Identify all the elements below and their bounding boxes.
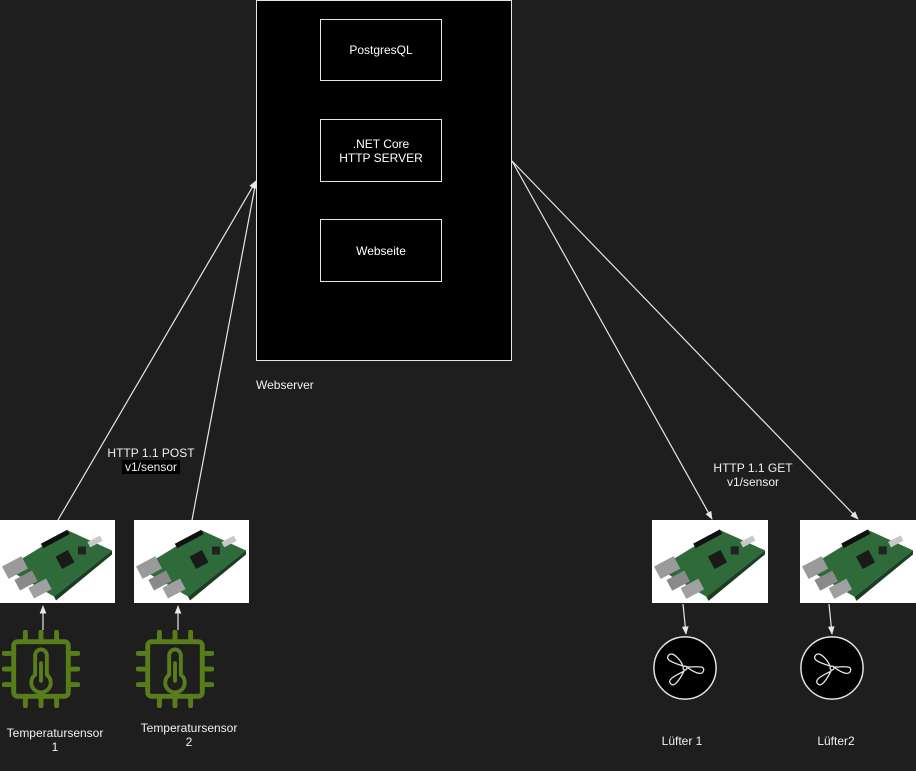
thermometer-chip-icon [4, 632, 78, 706]
sensor-1-label: Temperatursensor 1 [0, 726, 110, 754]
sensor-1-number: 1 [51, 740, 59, 754]
post-endpoint-text: v1/sensor [121, 460, 181, 474]
raspberry-pi-4 [800, 520, 916, 603]
fan-1-label: Lüfter 1 [661, 734, 703, 748]
fan-icon [653, 636, 717, 700]
arrow-pi1-webserver [57, 180, 257, 521]
arrow-pi3-fan1 [681, 603, 689, 635]
post-connection-label: HTTP 1.1 POST v1/sensor [104, 446, 198, 474]
thermometer-chip-icon [138, 632, 212, 706]
raspberry-pi-1 [0, 520, 115, 603]
webseite-box: Webseite [320, 219, 442, 282]
get-connection-label: HTTP 1.1 GET v1/sensor [708, 461, 798, 489]
dotnet-server-box: .NET Core HTTP SERVER [320, 119, 442, 182]
post-method-text: HTTP 1.1 POST [107, 446, 195, 460]
sensor-1-name: Temperatursensor [6, 726, 104, 740]
sensor-2-name: Temperatursensor [140, 721, 238, 735]
get-method-text: HTTP 1.1 GET [713, 461, 793, 475]
arrow-webserver-pi3 [511, 160, 713, 520]
arrow-pi2-webserver [191, 180, 258, 521]
sensor-2-number: 2 [185, 735, 193, 749]
fan-icon [800, 636, 864, 700]
arrow-pi4-fan2 [827, 603, 835, 635]
arrow-webserver-pi4 [511, 160, 859, 520]
get-endpoint-text: v1/sensor [726, 475, 780, 489]
postgresql-box: PostgresQL [320, 19, 442, 81]
raspberry-pi-2 [134, 520, 249, 603]
fan-2-label: Lüfter2 [817, 734, 855, 748]
sensor-2-label: Temperatursensor 2 [134, 721, 244, 749]
webserver-label: Webserver [256, 378, 314, 392]
raspberry-pi-3 [652, 520, 768, 603]
